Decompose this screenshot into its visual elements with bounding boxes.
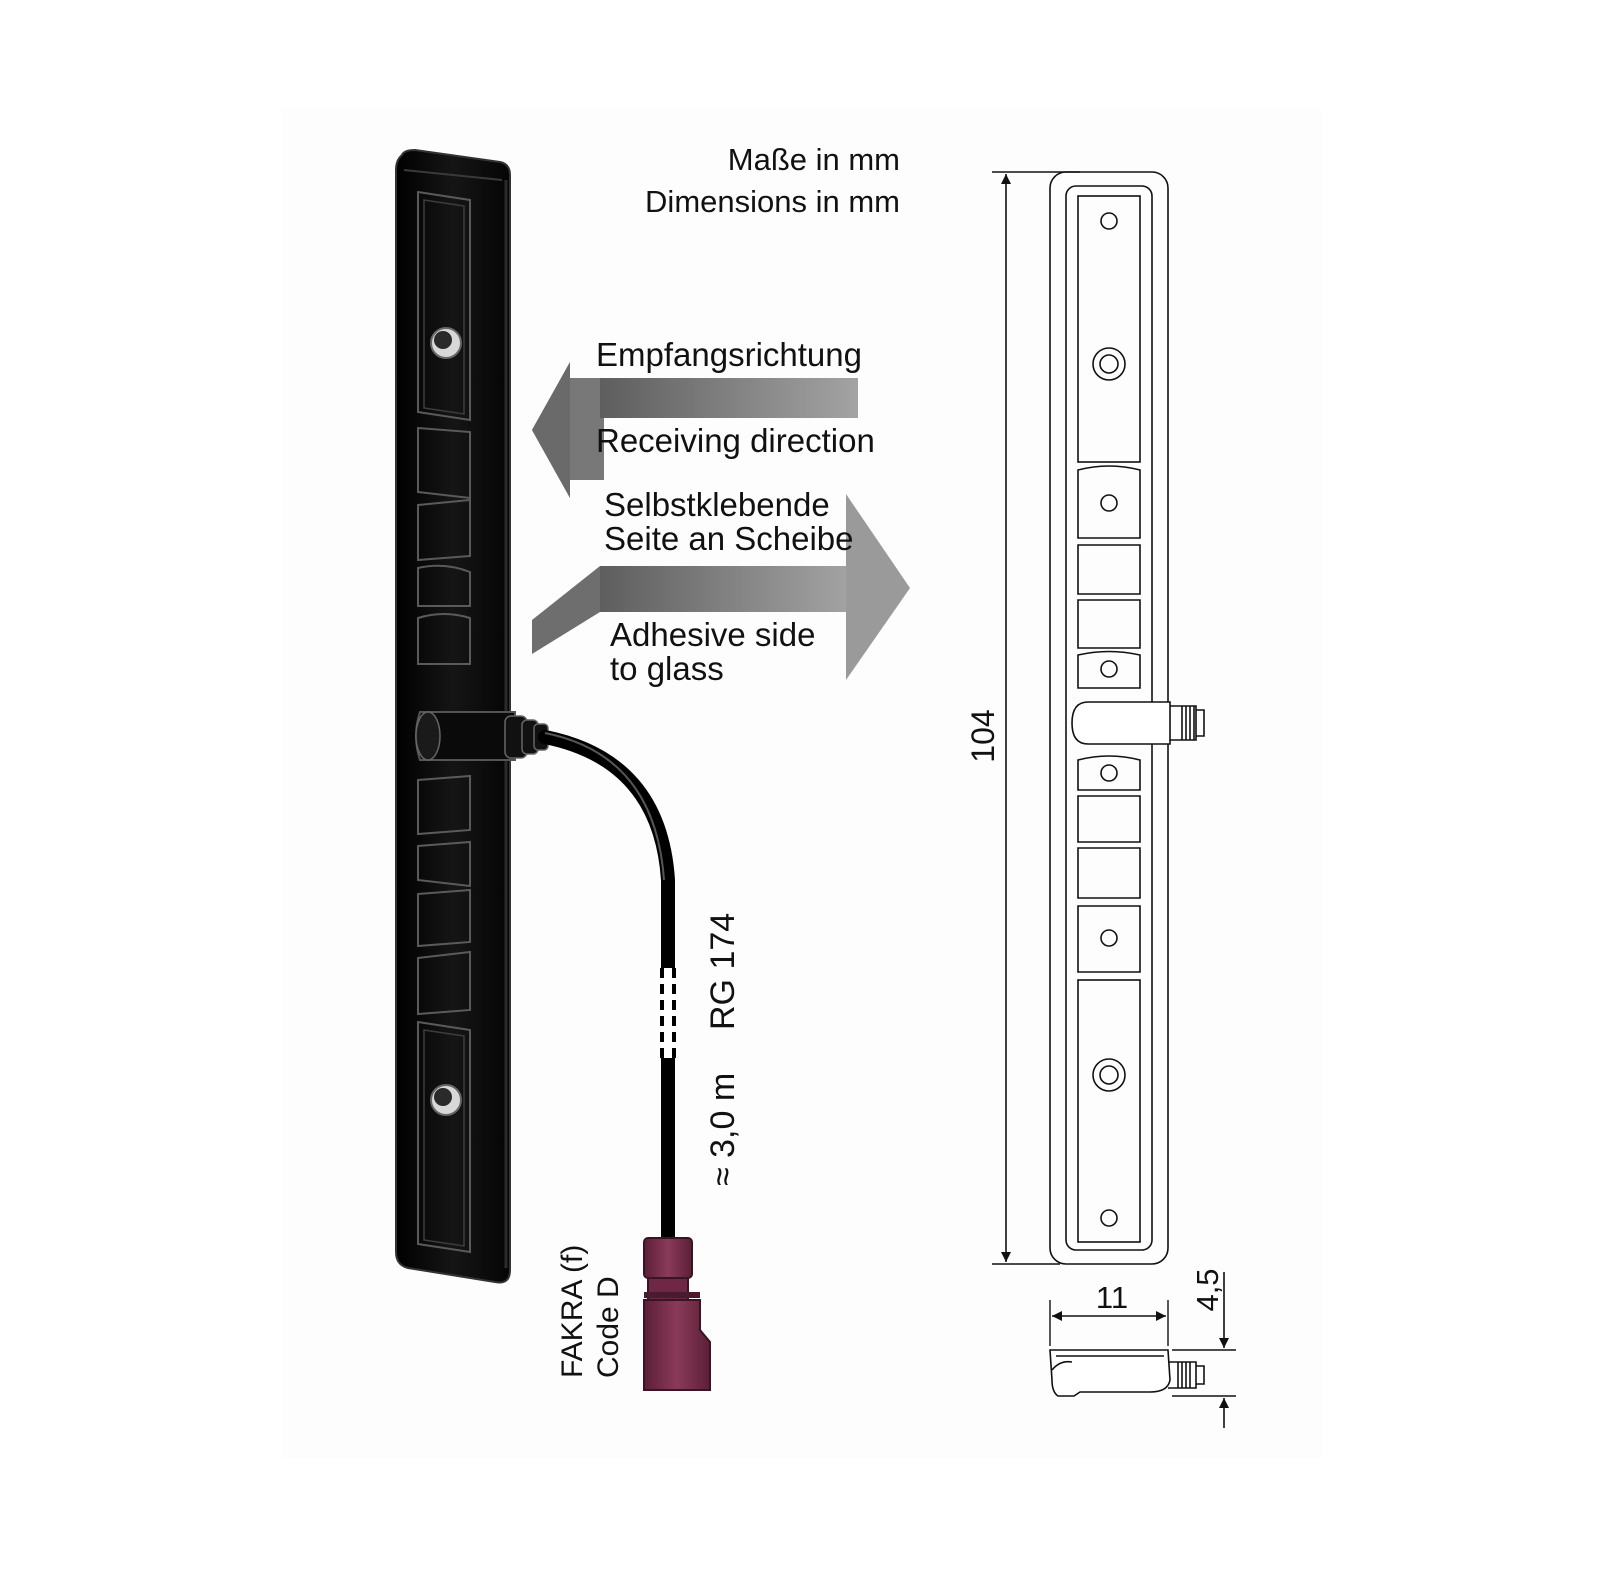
units-note-line2: Dimensions in mm: [645, 184, 900, 219]
connector-label-line1: FAKRA (f): [556, 1245, 589, 1378]
technical-drawing-side: [1049, 1349, 1205, 1397]
receiving-label-en: Receiving direction: [596, 422, 875, 459]
technical-drawing-front: [1049, 171, 1205, 1265]
adhesive-label-en-2: to glass: [610, 650, 724, 687]
receiving-direction-arrow: [532, 362, 858, 498]
cable-length-label: ≈ 3,0 m: [704, 1073, 742, 1186]
dimension-height: [1172, 1272, 1236, 1428]
mounting-hole-icon: [430, 327, 462, 359]
adhesive-label-de-2: Seite an Scheibe: [604, 520, 854, 557]
receiving-label-de: Empfangsrichtung: [596, 336, 862, 373]
dimension-height-label: 4,5: [1190, 1268, 1225, 1311]
dimension-width: [1049, 1300, 1169, 1346]
dimension-length-label: 104: [965, 709, 1001, 762]
dimension-length: [992, 171, 1080, 1265]
adhesive-side-arrow: [532, 494, 910, 680]
cable-type-label: RG 174: [704, 913, 742, 1030]
dimension-width-label: 11: [1096, 1280, 1128, 1315]
coax-cable: [538, 730, 677, 1245]
adhesive-label-de-1: Selbstklebende: [604, 486, 830, 523]
connector-label-line2: Code D: [592, 1276, 625, 1378]
fakra-connector: [643, 1237, 711, 1391]
mounting-hole-icon: [430, 1084, 462, 1116]
adhesive-label-en-1: Adhesive side: [610, 616, 815, 653]
units-note-line1: Maße in mm: [728, 142, 900, 177]
